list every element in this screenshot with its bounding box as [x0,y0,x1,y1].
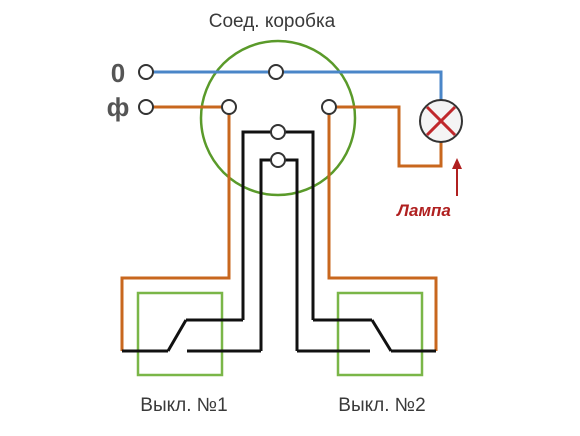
switch-2-box [336,291,424,377]
two-way-switch-1-icon [122,318,261,353]
traveler-wire-1b [285,130,315,320]
switch-2-label: Выкл. №2 [338,395,425,416]
phase-terminal-label: ф [107,92,130,122]
traveler-wire-1 [241,130,271,320]
junction-terminal-mid2-icon [270,152,286,168]
neutral-terminal-label: 0 [111,58,125,88]
junction-terminal-left-icon [221,99,237,115]
switch-1-label: Выкл. №1 [140,395,227,416]
traveler-wire-2b [285,158,299,351]
junction-box-label: Соед. коробка [209,11,336,32]
lamp-label: Лампа [395,201,451,220]
junction-terminal-top-icon [268,64,284,80]
terminal-phase-icon [138,99,154,115]
lamp-wire-to-lamp [333,105,443,168]
switch-1-box [136,291,224,377]
neutral-wire [153,70,443,100]
two-way-switch-2-icon [297,318,436,353]
lamp-icon [419,99,463,143]
traveler-wire-2 [259,158,271,351]
junction-terminal-right-icon [321,99,337,115]
terminal-neutral-icon [138,64,154,80]
lamp-arrow-icon [452,158,462,196]
lamp-wire-to-switch-2 [327,113,438,351]
junction-terminal-mid1-icon [270,124,286,140]
phase-wire-to-switch-1 [120,113,231,351]
junction-box [199,39,357,197]
